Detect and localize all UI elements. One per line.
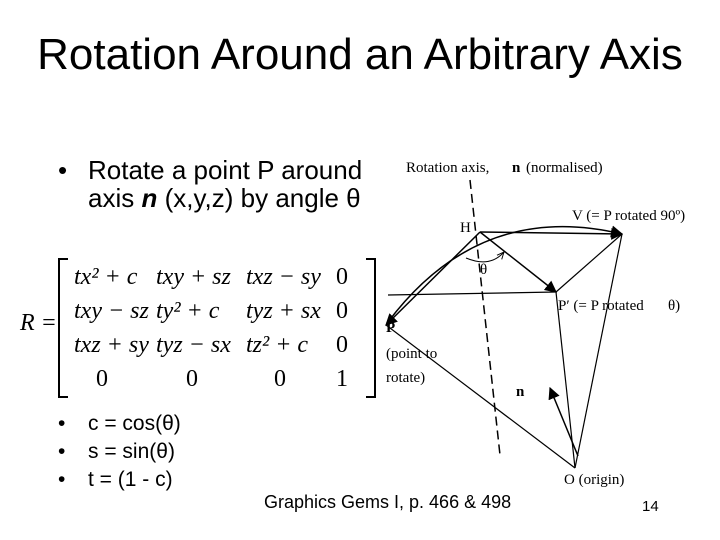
- matrix-cell: 0: [336, 264, 348, 290]
- rotate-label: rotate): [386, 370, 426, 386]
- matrix-left-bracket: [58, 258, 68, 398]
- origin-to-p-line: [385, 324, 576, 469]
- bullet-text-before: Rotate a point P around axis: [88, 155, 363, 213]
- v-label: V (= P rotated 90º): [572, 208, 686, 224]
- h-to-v-line: [479, 227, 624, 240]
- matrix-cell: 0: [274, 366, 286, 392]
- bullet-text: Rotate a point P around axis n (x,y,z) b…: [88, 156, 388, 212]
- bullet-marker: •: [58, 440, 66, 463]
- normalised-label: (normalised): [526, 160, 603, 176]
- definition-text: t = (1 - c): [88, 468, 173, 491]
- theta-right-label: θ): [668, 298, 681, 314]
- matrix-cell: txy − sz: [74, 298, 149, 324]
- n-vector-arrow: [548, 386, 579, 457]
- definition-text: s = sin(θ): [88, 440, 175, 463]
- diagram-lines: [385, 179, 624, 469]
- axis-n-label: n: [512, 160, 521, 176]
- matrix-cell: 1: [336, 366, 348, 392]
- matrix-cell: tyz + sx: [246, 298, 321, 324]
- n-vector-label: n: [516, 384, 525, 400]
- h-to-pprime-line: [479, 231, 557, 293]
- matrix-cell: 0: [336, 332, 348, 358]
- matrix-label: R =: [20, 310, 57, 336]
- rotation-diagram: Rotation axis, n (normalised) V (= P rot…: [370, 150, 700, 500]
- page-number: 14: [642, 498, 659, 515]
- matrix-cell: txy + sz: [156, 264, 231, 290]
- matrix-cell: txz + sy: [74, 332, 149, 358]
- h-to-p-line: [385, 231, 481, 326]
- origin-label: O (origin): [564, 472, 625, 488]
- matrix-cell: tz² + c: [246, 332, 309, 358]
- axis-dashed-line: [469, 179, 501, 456]
- matrix-cell: tyz − sx: [156, 332, 231, 358]
- matrix-cell: ty² + c: [156, 298, 220, 324]
- matrix-cell: 0: [186, 366, 198, 392]
- slide-title: Rotation Around an Arbitrary Axis: [37, 30, 683, 79]
- matrix-right-bracket: [366, 258, 376, 398]
- bullet-text-after: (x,y,z) by angle θ: [157, 183, 361, 213]
- origin-to-v-line: [574, 233, 623, 469]
- theta-angle-arc: [465, 252, 504, 263]
- theta-arc-label: θ: [480, 262, 488, 278]
- p-label: P: [386, 320, 396, 336]
- matrix-cell: txz − sy: [246, 264, 321, 290]
- rotation-axis-label: Rotation axis,: [406, 160, 490, 176]
- v-to-pprime-line: [555, 233, 623, 293]
- rotation-arc: [387, 225, 624, 323]
- bullet-marker: •: [58, 412, 66, 435]
- matrix-cell: 0: [336, 298, 348, 324]
- p-to-pprime-line: [387, 291, 557, 296]
- rotation-matrix: R = tx² + c txy + sz txz − sy 0 txy − sz…: [20, 258, 376, 398]
- matrix-cell: tx² + c: [74, 264, 138, 290]
- point-to-label: (point to: [386, 346, 438, 362]
- bullet-marker: •: [58, 468, 66, 491]
- pprime-label: P′ (= P rotated: [558, 298, 644, 314]
- h-label: H: [460, 220, 471, 236]
- citation: Graphics Gems I, p. 466 & 498: [264, 492, 512, 512]
- definition-text: c = cos(θ): [88, 412, 181, 435]
- axis-name: n: [141, 183, 158, 213]
- matrix-cell: 0: [96, 366, 108, 392]
- bullet-marker: •: [58, 155, 68, 185]
- origin-to-pprime-line: [555, 291, 576, 469]
